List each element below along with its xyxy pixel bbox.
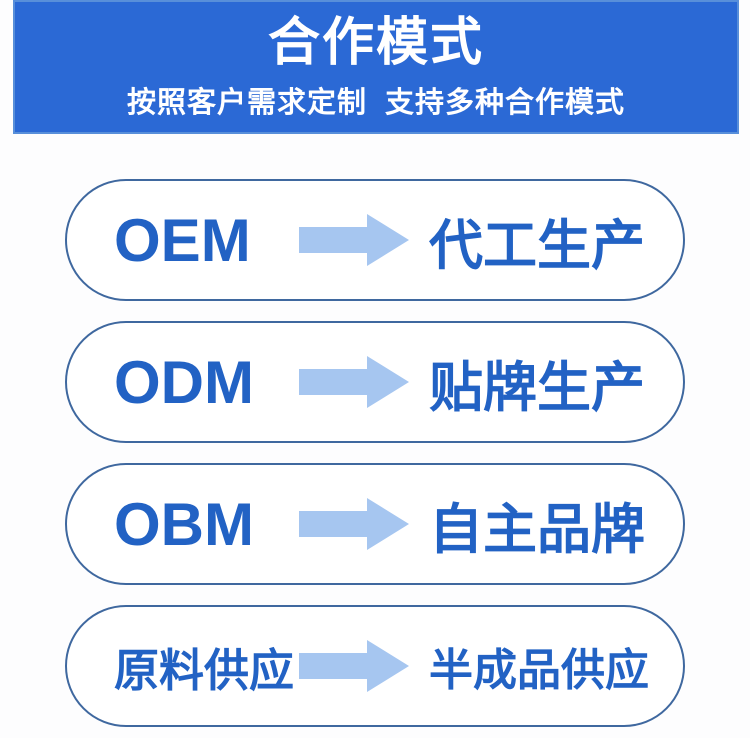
right-arrow-icon: [299, 356, 409, 408]
row-oem-result: 代工生产: [429, 215, 645, 276]
right-arrow-shape: [299, 356, 409, 408]
right-arrow-shape: [299, 498, 409, 550]
row-raw-material: 原料供应 半成品供应: [65, 605, 685, 727]
header-banner: 合作模式 按照客户需求定制 支持多种合作模式: [13, 0, 739, 134]
right-arrow-icon: [299, 640, 409, 692]
row-raw-material-label: 原料供应: [114, 644, 295, 696]
row-obm-label: OBM: [114, 490, 254, 558]
right-arrow-shape: [299, 214, 409, 266]
right-arrow-icon: [299, 214, 409, 266]
right-arrow-shape: [299, 640, 409, 692]
row-odm-label: ODM: [114, 348, 254, 416]
row-raw-material-result: 半成品供应: [429, 646, 649, 695]
row-odm: ODM 贴牌生产: [65, 321, 685, 443]
row-obm: OBM 自主品牌: [65, 463, 685, 585]
cooperation-rows: OEM 代工生产 ODM 贴牌生产 OBM 自主品牌 原料供应 半: [0, 179, 750, 727]
page-title: 合作模式: [267, 14, 484, 72]
row-oem: OEM 代工生产: [65, 179, 685, 301]
page-subtitle: 按照客户需求定制 支持多种合作模式: [126, 87, 626, 120]
row-oem-label: OEM: [114, 206, 251, 274]
row-odm-result: 贴牌生产: [429, 357, 645, 418]
right-arrow-icon: [299, 498, 409, 550]
row-obm-result: 自主品牌: [429, 499, 645, 560]
